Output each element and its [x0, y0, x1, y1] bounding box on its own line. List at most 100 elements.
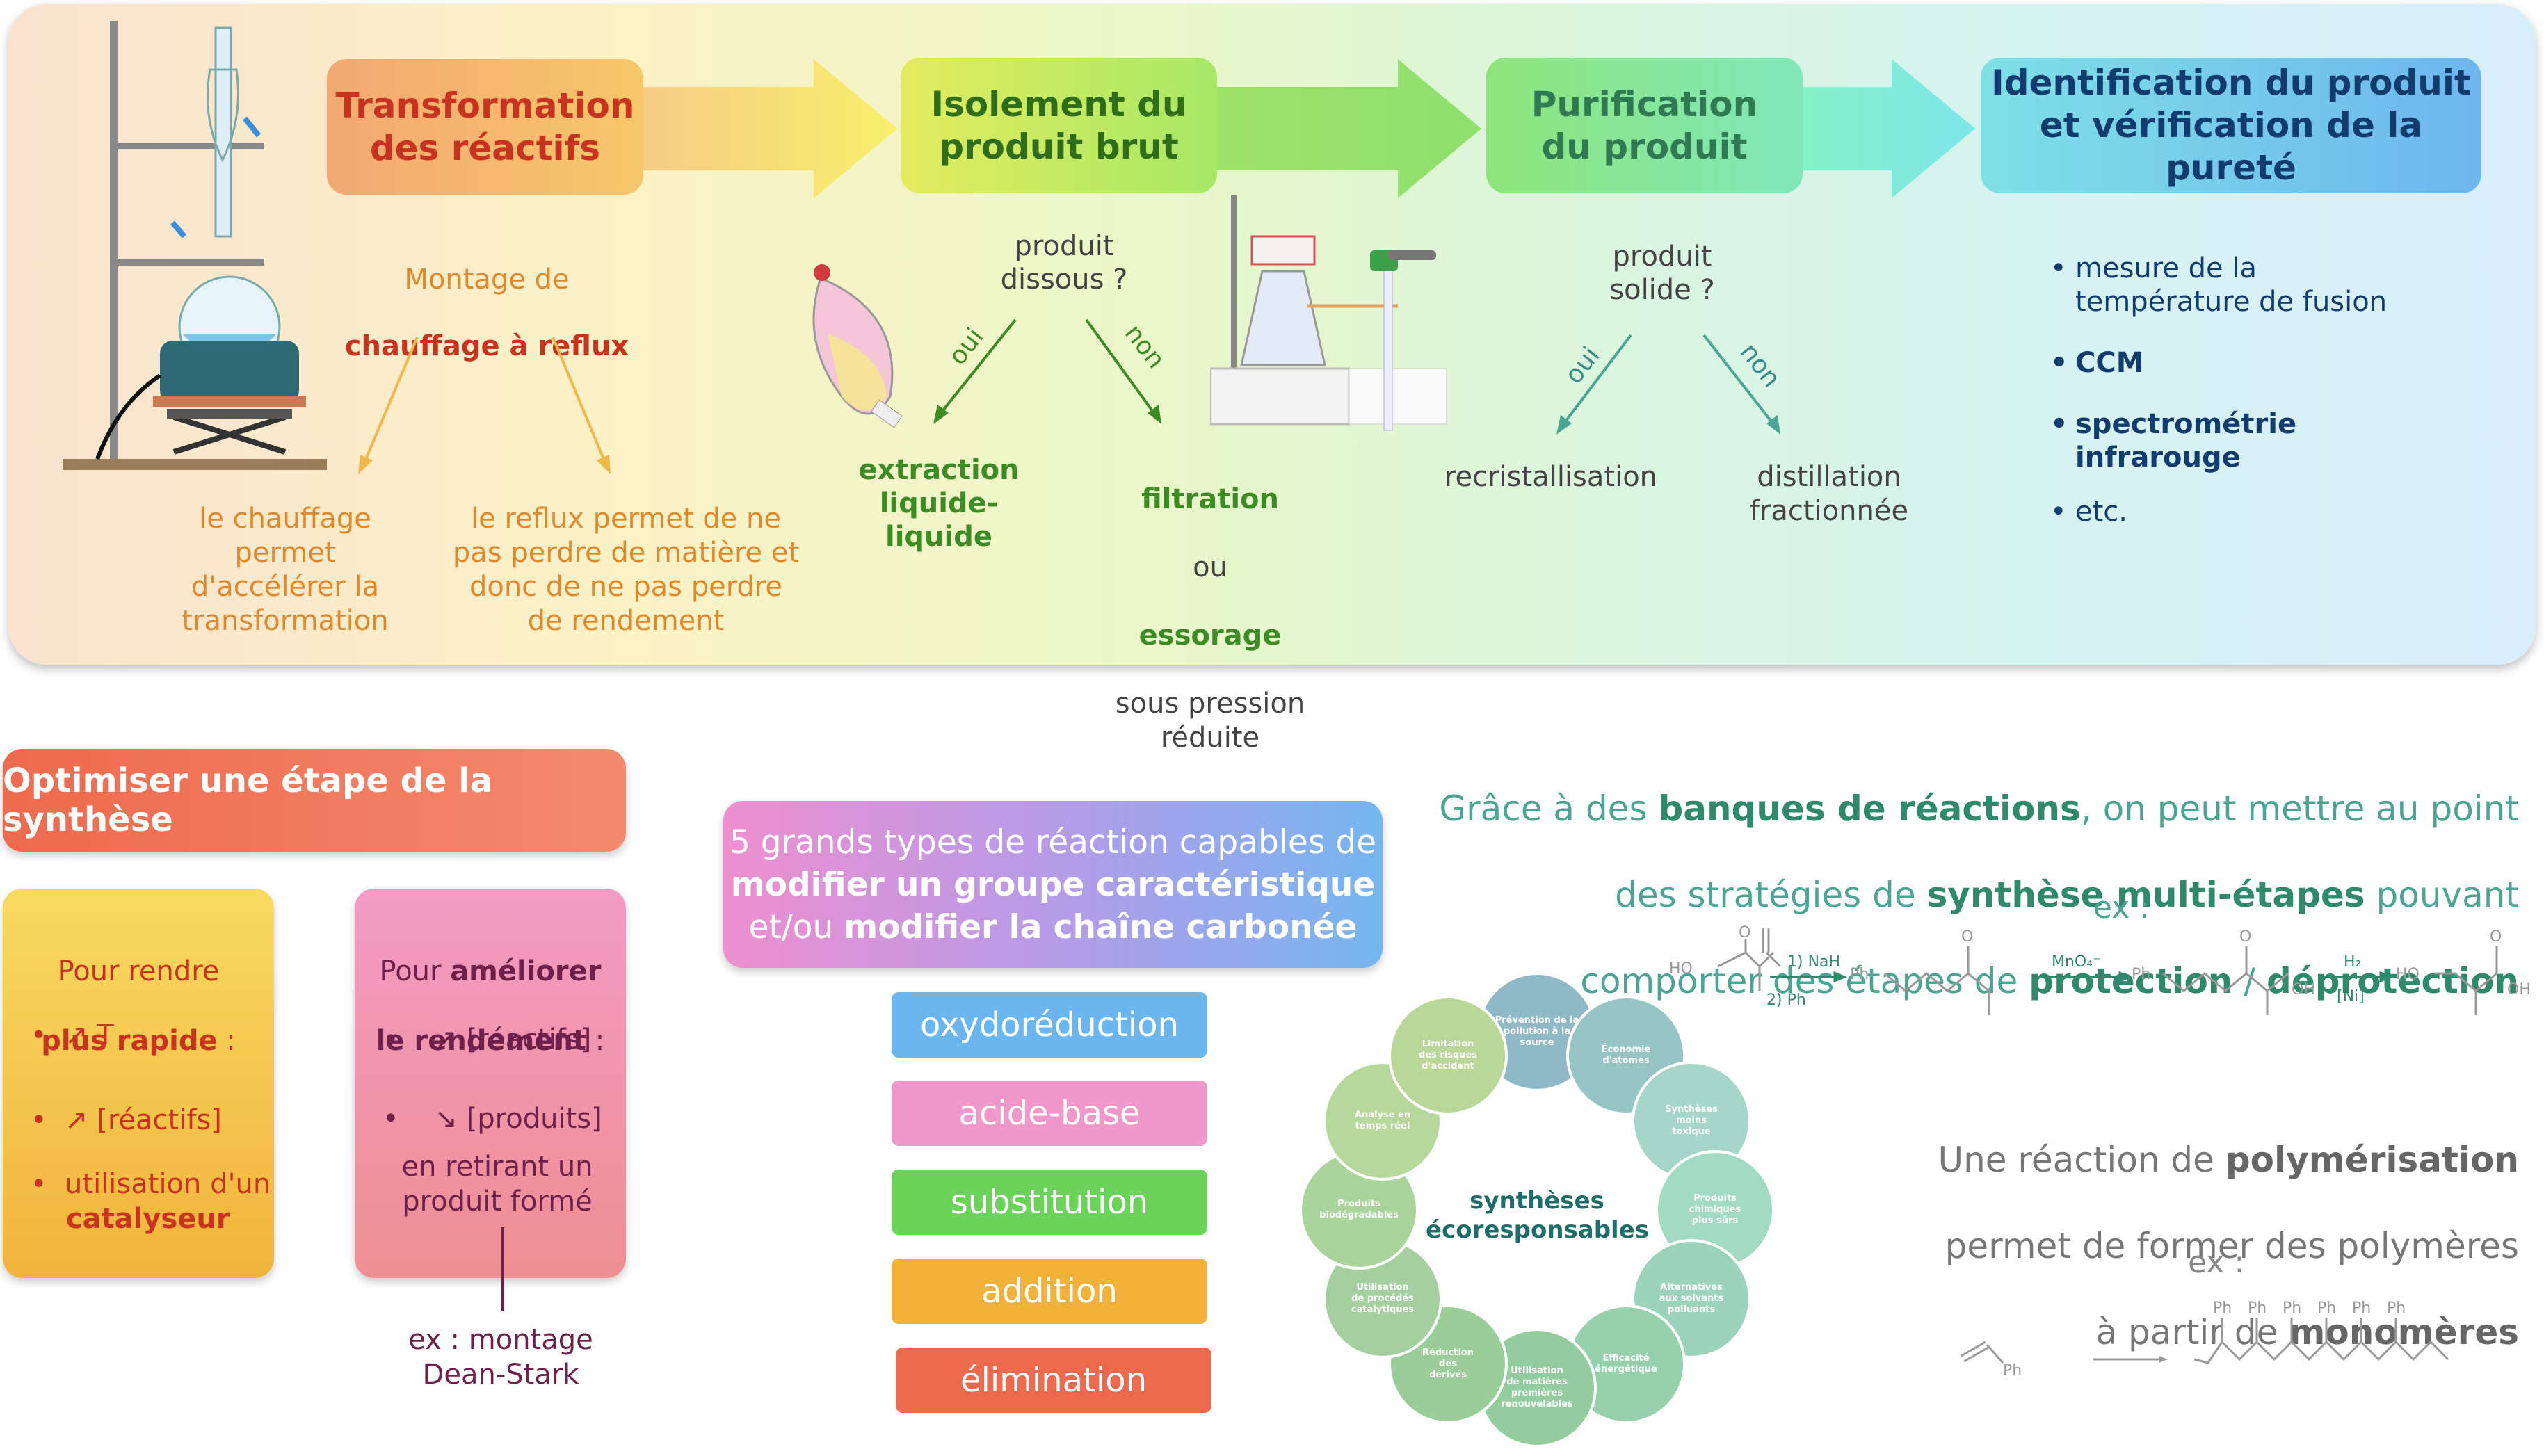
ou-label: ou	[1193, 551, 1227, 583]
multi-l1-bold: banques de réactions	[1658, 788, 2081, 829]
reagent-ni: [Ni]	[2337, 988, 2365, 1005]
process-arrows	[626, 59, 1975, 198]
chem-ph-3: Ph	[2132, 966, 2150, 983]
montage-line2: chauffage à reflux	[344, 330, 629, 362]
type-addition: addition	[892, 1259, 1207, 1324]
types-line2: modifier un groupe caractéristique	[730, 865, 1376, 904]
identification-list: mesure de la température de fusion CCM s…	[2050, 252, 2440, 528]
poly-l3-pre: à partir de	[2095, 1312, 2289, 1352]
type-acide-base: acide-base	[892, 1081, 1207, 1146]
reagent-h2: H₂	[2344, 953, 2361, 971]
polymer-ph-3: Ph	[2283, 1300, 2301, 1317]
polymer-ph-2: Ph	[2248, 1300, 2267, 1317]
reflux-explanation: le reflux permet de ne pas perdre de mat…	[452, 503, 800, 637]
montage-label: Montage de chauffage à reflux	[334, 229, 640, 396]
polymer-ph-5: Ph	[2352, 1300, 2371, 1317]
multi-etapes-text: Grâce à des banques de réactions, on peu…	[1439, 744, 2519, 1046]
step-identification: Identification du produit et vérificatio…	[1981, 58, 2481, 193]
monomer-ph: Ph	[2003, 1362, 2022, 1380]
multi-l3-bold1: protection	[2029, 961, 2233, 1001]
ident-item-fusion: mesure de la température de fusion	[2050, 252, 2440, 318]
recristallisation-label: recristallisation	[1444, 461, 1658, 493]
purification-question: produit solide ?	[1609, 241, 1715, 306]
rapide-item-catalyseur-text: utilisation d'un	[65, 1168, 271, 1200]
purification-arrows	[1556, 334, 1780, 435]
rendement-item-reactifs: • ↗ [réactifs]	[383, 1024, 592, 1055]
rendement-pre: Pour	[379, 955, 451, 987]
rapide-item-reactifs-text: ↗ [réactifs]	[65, 1104, 222, 1136]
principle-temps-reel: Analyse en temps réel	[1323, 1061, 1442, 1181]
rendement-bold1: améliorer	[450, 955, 602, 987]
multi-l3-pre: comporter des étapes de	[1580, 961, 2029, 1001]
type-elimination: élimination	[896, 1348, 1211, 1413]
retirant-text: en retirant un produit formé	[401, 1151, 593, 1218]
essorage-label: essorage	[1138, 620, 1282, 652]
type-substitution: substitution	[892, 1170, 1207, 1235]
reagent-nah: 1) NaH	[1787, 953, 1840, 971]
chem-oh-1: OH	[2292, 981, 2315, 998]
multi-l1-post: , on peut mettre au point	[2080, 788, 2519, 829]
distillation-label: distillation fractionnée	[1749, 461, 1909, 527]
rapide-post: :	[217, 1025, 236, 1057]
eco-center-label: synthèses écoresponsables	[1426, 1187, 1650, 1244]
reaction-types-header: 5 grands types de réaction capables de m…	[723, 801, 1383, 968]
multi-step-scheme: HO O 1) NaH 2) Ph MnO₄⁻ H₂ [Ni]	[1669, 925, 2531, 1015]
multi-l2-pre: des stratégies de	[1615, 875, 1927, 915]
buchner-filtration-illustration	[1210, 195, 1447, 431]
polymer-ph-1: Ph	[2213, 1300, 2232, 1317]
isolement-question: produit dissous ?	[1000, 230, 1128, 296]
arrow-1	[626, 59, 897, 198]
poly-line2: permet de former des polymères	[1945, 1226, 2519, 1266]
extraction-label: extraction liquide- liquide	[858, 454, 1020, 553]
essorage-sub: sous pression réduite	[1115, 688, 1305, 754]
types-line3-pre: et/ou	[748, 907, 844, 946]
types-line1: 5 grands types de réaction capables de	[729, 823, 1377, 862]
isolement-arrows	[933, 318, 1161, 424]
types-line3-bold: modifier la chaîne carbonée	[844, 907, 1358, 946]
rapide-pre: Pour rendre	[57, 955, 220, 987]
rendement-heading: Pour améliorer le rendement :	[355, 919, 626, 1058]
rendement-item-produits: • ↘ [produits]	[383, 1103, 602, 1135]
type-oxydoreduction: oxydoréduction	[892, 992, 1207, 1058]
chem-ho-2: HO	[2396, 966, 2420, 983]
rendement-post: :	[586, 1025, 605, 1057]
principle-derives: Réduction des dérivés	[1388, 1304, 1508, 1424]
rapide-item-t: • ↗ T	[31, 1019, 114, 1051]
polymer-ph-6: Ph	[2387, 1300, 2406, 1317]
rapide-item-reactifs: • ↗ [réactifs]	[31, 1104, 222, 1136]
rapide-item-t-text: ↗ T	[65, 1019, 114, 1051]
arrow-2	[1210, 59, 1481, 198]
rapide-list: • ↗ T • ↗ [réactifs] • utilisation d'un …	[31, 1018, 271, 1236]
rapide-heading: Pour rendre plus rapide :	[3, 919, 274, 1058]
filtration-block: filtration ou essorage sous pression réd…	[1092, 448, 1328, 789]
montage-line1: Montage de	[404, 264, 570, 296]
polymerisation-scheme: Ph Ph Ph Ph Ph Ph Ph	[1961, 1300, 2449, 1380]
reagent-ph: 2) Ph	[1766, 992, 1806, 1009]
step-isolement: Isolement du produit brut	[901, 58, 1217, 193]
multi-line2: des stratégies de synthèse multi-étapes …	[1439, 873, 2519, 916]
arrow-3	[1801, 59, 1975, 198]
dean-stark-example: ex : montage Dean-Stark	[408, 1324, 593, 1391]
chem-o-4: O	[2490, 928, 2502, 946]
multi-l2-bold: synthèse multi-étapes	[1926, 875, 2365, 915]
types-line3: et/ou modifier la chaîne carbonée	[723, 906, 1383, 948]
dean-stark-connector	[501, 1227, 504, 1311]
chem-oh-2: OH	[2507, 981, 2531, 998]
chem-o-1: O	[1739, 925, 1750, 941]
reflux-apparatus-illustration	[63, 21, 327, 470]
rendement-card: Pour améliorer le rendement : • ↗ [réact…	[355, 889, 626, 1278]
eco-wheel: Prévention de la pollution à la source É…	[1294, 966, 1780, 1453]
multi-l3-bold2: déprotection	[2267, 961, 2519, 1001]
poly-line3: à partir de monomères	[1938, 1311, 2519, 1354]
multi-line3: comporter des étapes de protection / dép…	[1439, 960, 2519, 1003]
rendement-list: • ↗ [réactifs] • ↘ [produits]	[383, 1022, 602, 1136]
filtration-label: filtration	[1141, 483, 1279, 515]
multi-line1: Grâce à des banques de réactions, on peu…	[1439, 787, 2519, 830]
chauffage-explanation: le chauffage permet d'accélérer la trans…	[182, 503, 389, 637]
poly-line1: Une réaction de polymérisation	[1938, 1138, 2519, 1181]
transformation-arrows	[358, 337, 611, 474]
step-purification: Purification du produit	[1486, 58, 1803, 193]
multi-ex-label: ex :	[2093, 890, 2150, 925]
rapide-item-catalyseur: • utilisation d'un catalyseur	[31, 1168, 271, 1235]
poly-ex-label: ex :	[2188, 1245, 2245, 1280]
